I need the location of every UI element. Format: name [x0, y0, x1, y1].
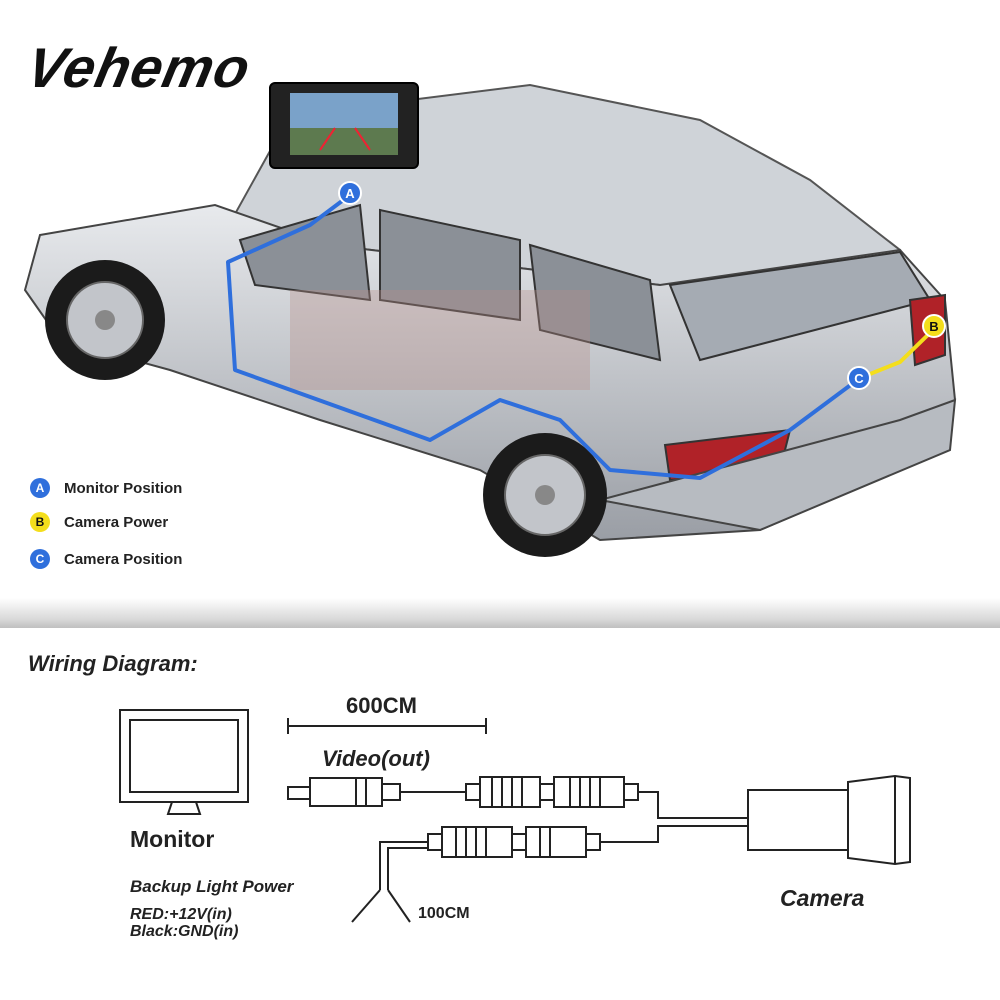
camera-label: Camera: [780, 885, 865, 911]
video-out-label: Video(out): [322, 746, 430, 771]
backup-power-label: Backup Light Power: [130, 877, 294, 896]
legend-badge-c: C: [30, 549, 50, 569]
legend-item-camera-power: B Camera Power: [30, 512, 168, 532]
legend-label: Camera Position: [64, 550, 183, 568]
rear-wheel: [483, 433, 607, 557]
svg-text:B: B: [929, 319, 938, 334]
legend-item-camera-position: C Camera Position: [30, 549, 182, 569]
legend-badge-b: B: [30, 512, 50, 532]
rca-connector-pair: [465, 776, 748, 819]
power-connectors: [351, 825, 748, 923]
power-length-label: 100CM: [418, 905, 470, 922]
red-wire-label: RED:+12V(in): [130, 906, 232, 923]
length-marker: [287, 718, 487, 734]
legend-label: Monitor Position: [64, 479, 183, 497]
marker-b: B: [922, 314, 946, 338]
front-wheel: [45, 260, 165, 380]
svg-text:C: C: [854, 371, 864, 386]
cable-length-label: 600CM: [346, 693, 417, 718]
rca-plug-left: [287, 777, 466, 807]
wiring-diagram-title: Wiring Diagram:: [28, 651, 198, 676]
head-unit-monitor: [269, 82, 419, 169]
monitor-icon: [119, 709, 249, 815]
section-divider: [0, 598, 1000, 628]
black-wire-label: Black:GND(in): [130, 923, 239, 940]
legend-item-monitor: A Monitor Position: [30, 478, 182, 498]
monitor-label: Monitor: [130, 826, 215, 852]
wiring-diagram: [119, 709, 911, 923]
camera-power-route: [859, 326, 937, 380]
brand-logo: Vehemo: [21, 36, 257, 99]
car-illustration: A B C: [23, 82, 957, 557]
camera-icon: [747, 774, 911, 866]
marker-c: C: [847, 366, 871, 390]
svg-text:A: A: [345, 186, 355, 201]
car-body: [23, 83, 957, 542]
legend-label: Camera Power: [64, 513, 169, 531]
legend-badge-a: A: [30, 478, 50, 498]
wiring-route: [226, 193, 862, 480]
marker-a: A: [338, 181, 362, 205]
